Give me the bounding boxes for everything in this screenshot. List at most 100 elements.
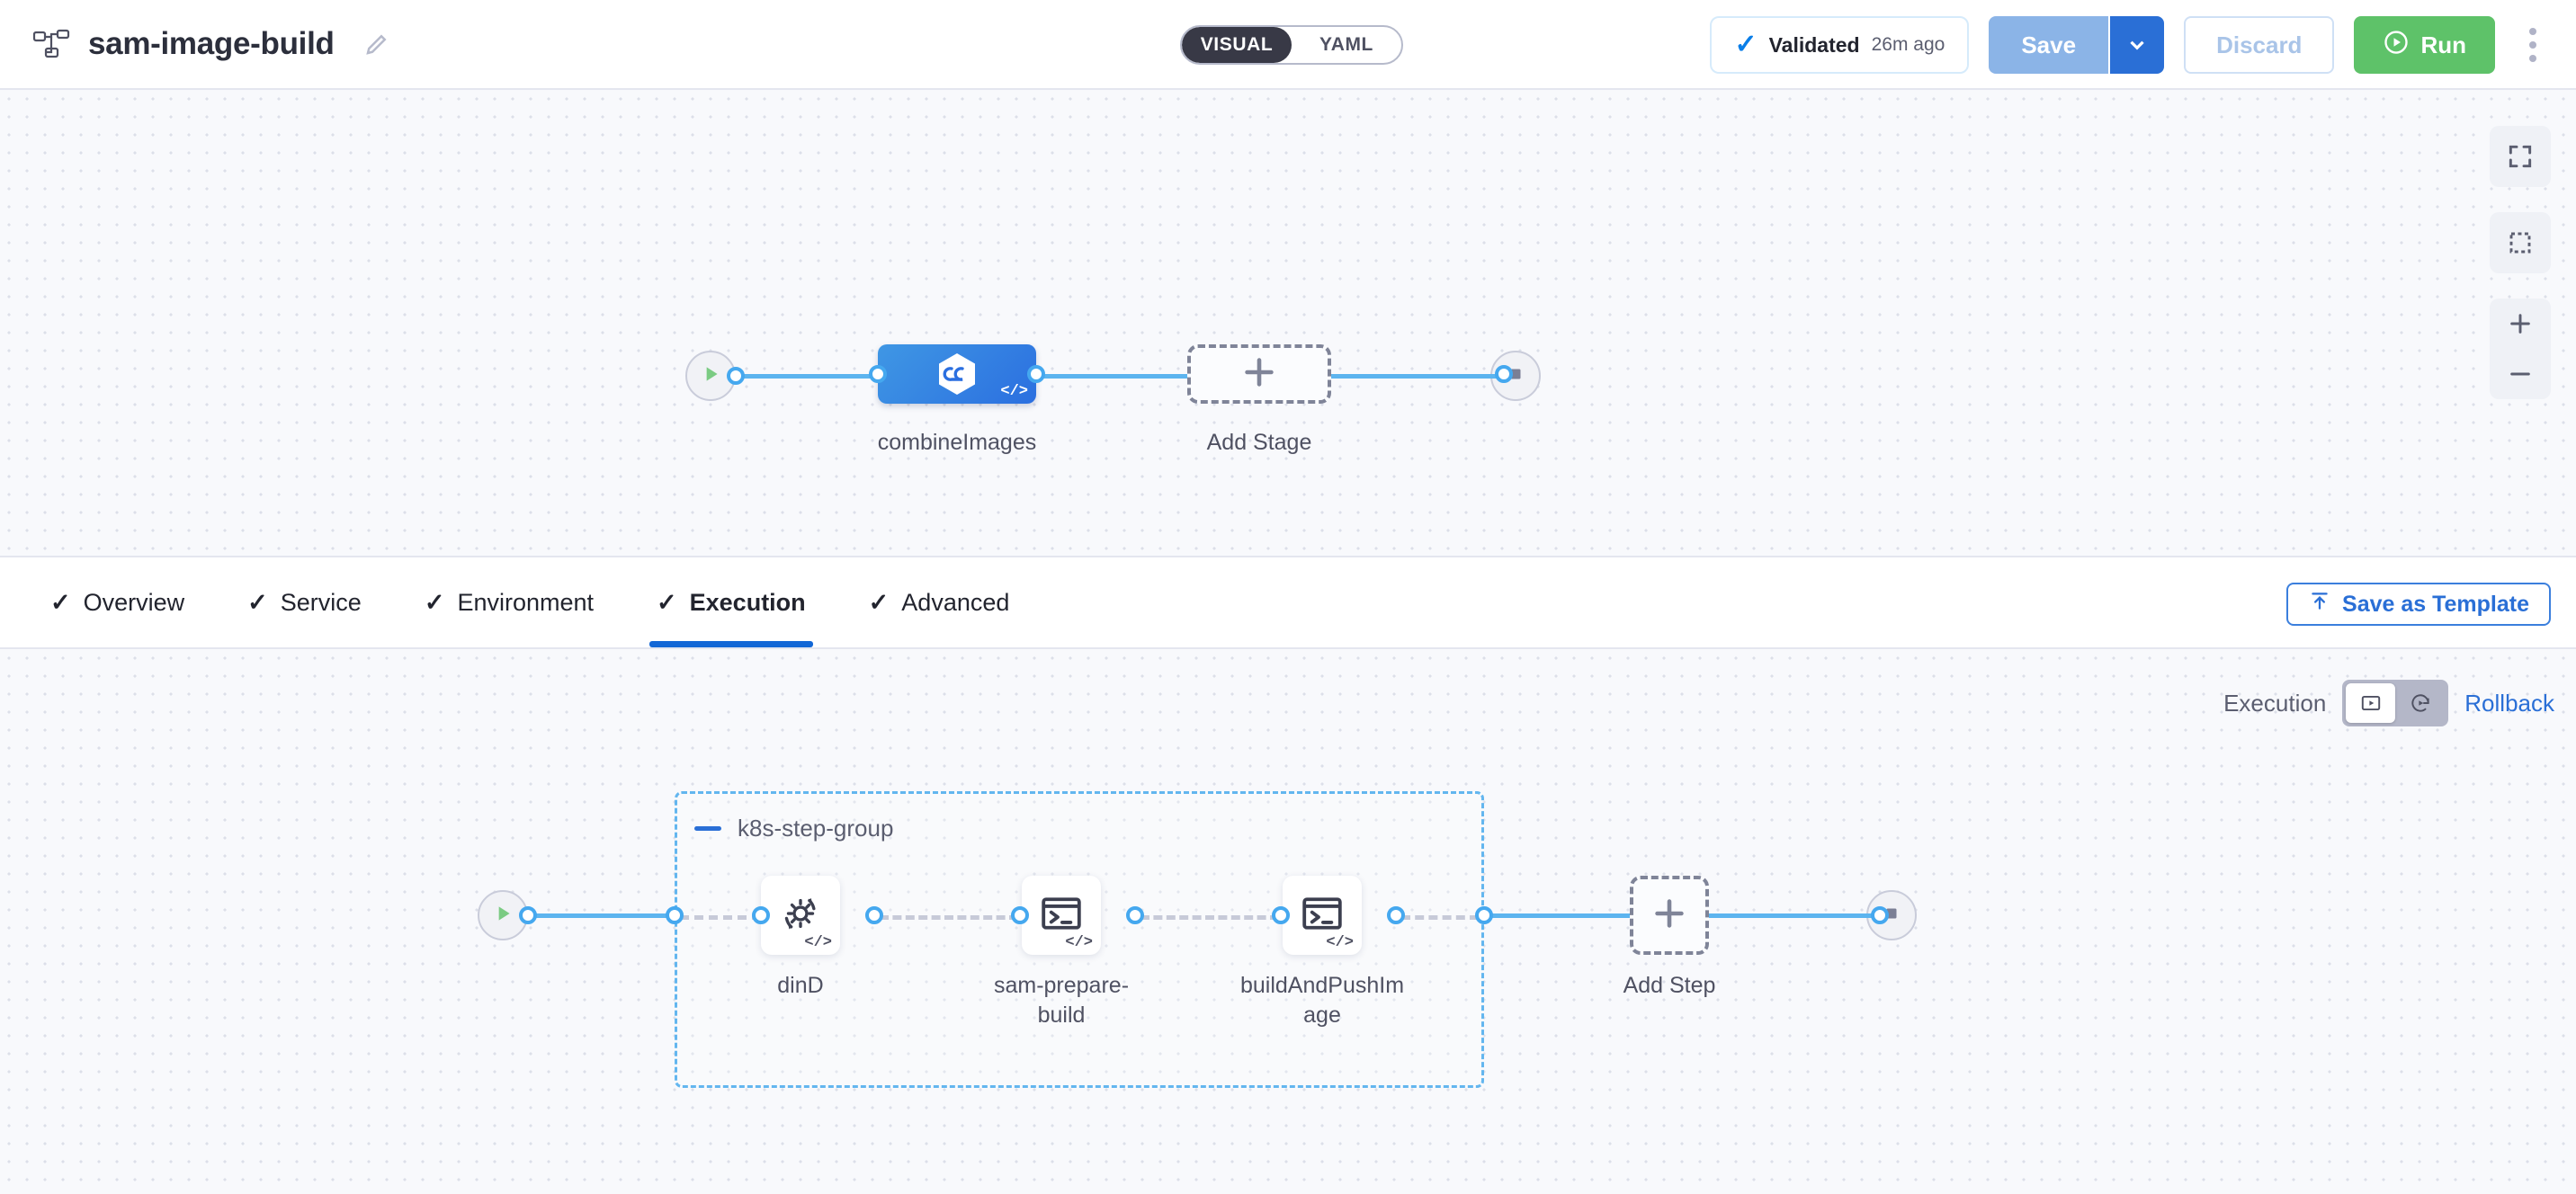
play-icon [491,902,514,930]
check-icon: ✓ [868,588,890,616]
add-stage-button[interactable] [1187,344,1331,404]
view-mode-toggle[interactable]: VISUAL YAML [1180,25,1403,65]
group-exit-port[interactable] [1475,906,1493,924]
stop-square-icon [1882,904,1901,928]
save-split-button[interactable]: Save [1989,16,2165,74]
stage-node-combineimages[interactable]: </> [878,344,1036,404]
prepare-output-port[interactable] [1126,906,1144,924]
validated-label: Validated [1768,32,1860,57]
step-label-line2: build [1037,1002,1086,1028]
edge-group-to-addstep [1489,913,1630,918]
minus-collapse-icon[interactable] [694,826,721,831]
gear-rotate-icon [776,889,825,942]
add-step-button[interactable] [1630,876,1709,955]
check-icon: ✓ [657,588,677,616]
dind-output-port[interactable] [865,906,883,924]
tab-label: Service [280,588,362,616]
tab-list: ✓ Overview ✓ Service ✓ Environment ✓ Exe… [0,557,1016,647]
step-label-line1: buildAndPushIm [1239,973,1405,998]
step-label-line2: age [1303,1002,1341,1028]
check-icon: ✓ [50,588,71,616]
end-node-port[interactable] [1495,365,1513,383]
stage-output-port[interactable] [1027,365,1045,383]
zoom-out-button[interactable] [2490,349,2551,399]
plus-icon [1649,893,1690,939]
tab-label: Execution [689,588,806,616]
stage-label-combineimages: combineImages [877,430,1037,455]
edge-addstage-to-end [1331,374,1509,379]
app-header: sam-image-build VISUAL YAML ✓ Validated … [0,0,2576,90]
step-node-sam-prepare-build[interactable]: </> [1022,876,1101,955]
step-label-buildandpushimage: buildAndPushIm age [1232,971,1412,1030]
tab-advanced[interactable]: ✓ Advanced [862,557,1017,647]
tab-execution[interactable]: ✓ Execution [649,557,813,647]
plus-icon [1239,352,1280,397]
tab-overview[interactable]: ✓ Overview [43,557,192,647]
steps-end-port[interactable] [1871,906,1889,924]
dind-input-port[interactable] [752,906,770,924]
tab-service[interactable]: ✓ Service [240,557,369,647]
step-code-badge: </> [804,934,832,951]
tab-label: Overview [83,588,185,616]
step-code-badge: </> [1326,934,1354,951]
stage-canvas[interactable]: </> combineImages Add Stage [0,90,2576,556]
add-step-label: Add Step [1623,973,1716,998]
tab-environment[interactable]: ✓ Environment [417,557,601,647]
buildpush-input-port[interactable] [1272,906,1290,924]
page-title: sam-image-build [88,26,335,61]
step-code-badge: </> [1065,934,1093,951]
template-upload-icon [2308,590,2331,619]
prepare-input-port[interactable] [1011,906,1029,924]
view-mode-visual[interactable]: VISUAL [1182,27,1292,63]
pencil-edit-icon[interactable] [363,31,390,58]
stop-square-icon [1506,364,1525,388]
run-button[interactable]: Run [2354,16,2495,74]
tab-label: Environment [457,588,595,616]
edge-stage-to-addstage [1042,374,1189,379]
step-label-dind: dinD [777,973,824,998]
validated-timestamp: 26m ago [1871,34,1945,55]
edge-group-to-dind [680,915,761,920]
tab-label: Advanced [901,588,1010,616]
selection-box-icon[interactable] [2490,212,2551,273]
edge-addstep-to-end [1709,913,1885,918]
fit-to-screen-icon[interactable] [2490,126,2551,187]
execution-icon[interactable] [2346,683,2396,723]
validated-status-badge: ✓ Validated 26m ago [1710,16,1970,74]
harness-hexagon-icon [934,351,980,397]
terminal-icon [1298,889,1346,942]
execution-rollback-toggle[interactable] [2342,680,2449,726]
buildpush-output-port[interactable] [1387,906,1405,924]
kebab-menu-icon[interactable] [2515,16,2551,74]
edge-start-to-stage [741,374,878,379]
config-tabbar: ✓ Overview ✓ Service ✓ Environment ✓ Exe… [0,556,2576,649]
step-group-header[interactable]: k8s-step-group [694,815,893,842]
steps-end-node[interactable] [1866,890,1917,940]
step-group-title: k8s-step-group [738,815,894,842]
edge-build-to-groupexit [1401,915,1479,920]
edge-prepare-to-build [1140,915,1279,920]
zoom-in-button[interactable] [2490,298,2551,349]
execution-rollback-switch[interactable]: Execution Rollback [2223,680,2554,726]
group-entry-port[interactable] [666,906,684,924]
step-label-line1: sam-prepare- [993,973,1130,998]
step-label-sam-prepare-build: sam-prepare- build [971,971,1151,1030]
discard-button[interactable]: Discard [2184,16,2335,74]
canvas-zoom-controls[interactable] [2490,126,2551,399]
view-mode-yaml[interactable]: YAML [1319,34,1373,55]
step-node-dind[interactable]: </> [761,876,840,955]
rollback-icon[interactable] [2395,683,2445,723]
start-node-port[interactable] [727,367,745,385]
steps-start-port[interactable] [519,906,537,924]
save-button[interactable]: Save [1989,16,2109,74]
terminal-icon [1037,889,1086,942]
chevron-down-icon[interactable] [2108,16,2165,74]
stage-input-port[interactable] [869,365,887,383]
add-stage-label: Add Stage [1206,430,1312,455]
rollback-label[interactable]: Rollback [2464,689,2554,717]
save-as-template-button[interactable]: Save as Template [2286,583,2551,626]
step-node-buildandpushimage[interactable]: </> [1283,876,1362,955]
zoom-in-out-group[interactable] [2490,298,2551,399]
play-circle-icon [2383,29,2410,62]
steps-canvas[interactable]: Execution Rollback [0,649,2576,1194]
